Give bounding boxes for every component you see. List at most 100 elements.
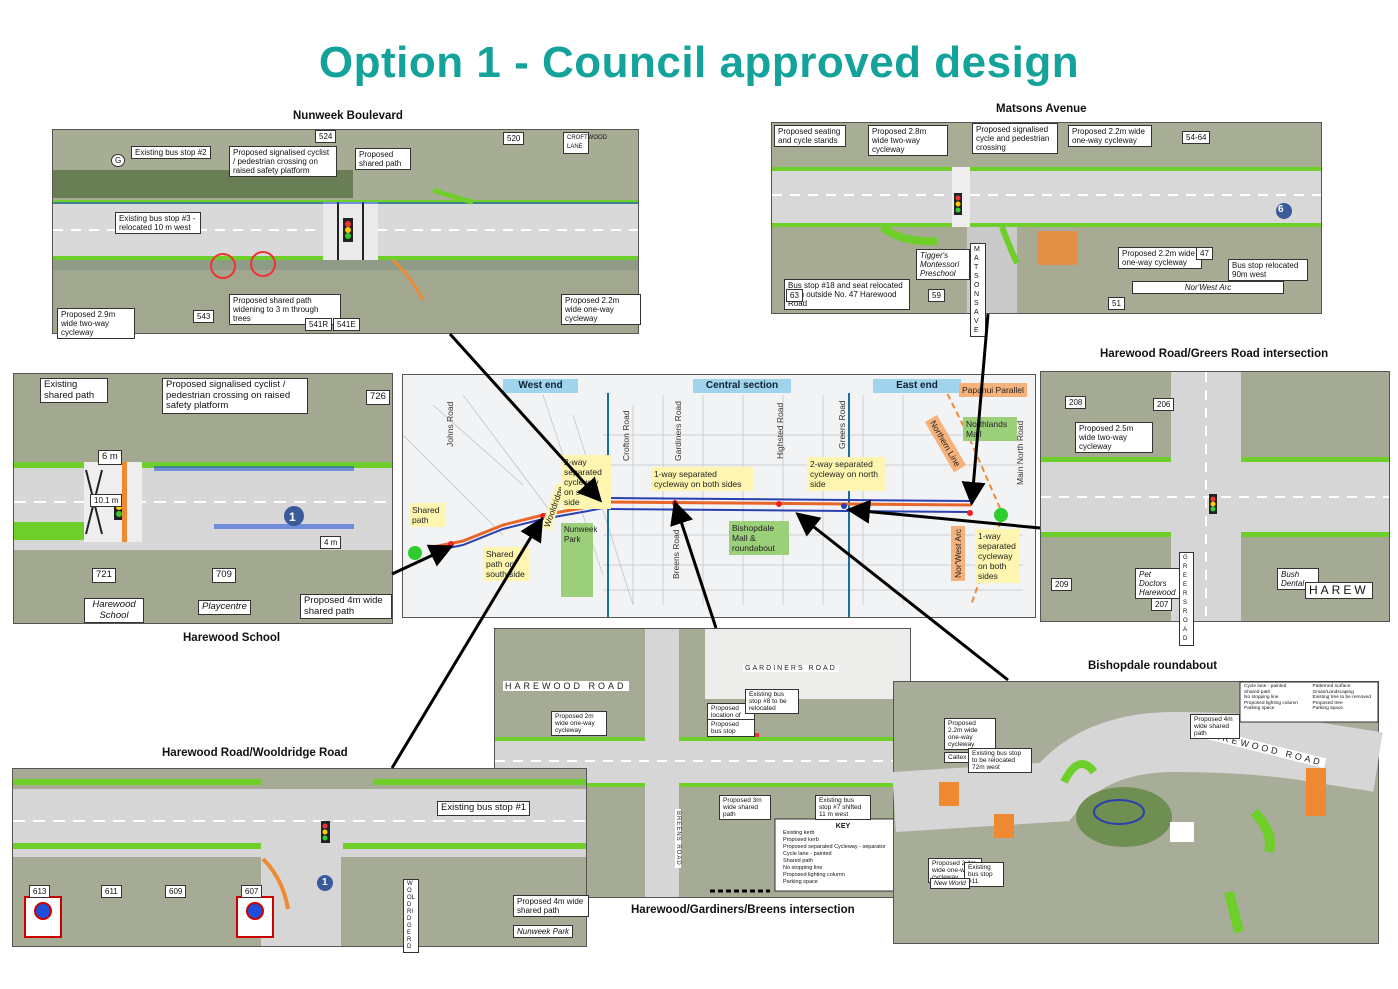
- gardiners-note-wide3: Proposed 3m wide shared path: [719, 795, 771, 820]
- gardiners-key: KEY: [835, 823, 851, 830]
- map-east: East end: [873, 379, 961, 393]
- map-twoway-south: 2-way separated cycleway on south side: [561, 455, 611, 509]
- bishopdale-note-cyc22: Proposed 2.2m wide one-way cycleway: [944, 718, 996, 750]
- map-oneway: 1-way separated cycleway on both sides: [651, 467, 753, 491]
- wooldridge-nunweekpark: Nunweek Park: [513, 925, 574, 938]
- panel-nunweek: Existing bus stop #2 Proposed signalised…: [52, 129, 641, 339]
- panel-school: Existing shared path Proposed signalised…: [13, 373, 393, 624]
- gardiners-road: GARDINERS ROAD: [743, 665, 839, 672]
- school-num-726: 726: [366, 390, 390, 405]
- panel-wooldridge: Existing bus stop #1 Proposed 4m wide sh…: [12, 768, 589, 953]
- school-w4: 4 m: [320, 536, 342, 549]
- greers-plan: [1041, 372, 1389, 621]
- matsons-note-bus18: Bus stop #18 and seat relocated from out…: [784, 279, 910, 310]
- caption-wooldridge: Harewood Road/Wooldridge Road: [162, 747, 348, 759]
- school-w6: 6 m: [98, 450, 122, 465]
- school-plan: [14, 374, 392, 623]
- wooldridge-num-609: 609: [165, 885, 187, 898]
- gardiners-note-cyc1: Proposed 2m wide one-way cycleway: [551, 711, 607, 736]
- map-papanui: Papanui Parallel: [959, 383, 1027, 397]
- matsons-note-cycle22b: Proposed 2.2m wide one-way cycleway: [1118, 247, 1202, 269]
- gardiners-breens: BREENS ROAD: [675, 809, 681, 868]
- greers-num-206: 206: [1153, 398, 1175, 411]
- matsons-note-cycle28: Proposed 2.8m wide two-way cycleway: [868, 125, 948, 156]
- matsons-num-54: 54-64: [1182, 131, 1211, 144]
- page-title: Option 1 - Council approved design: [318, 38, 1080, 87]
- gardiners-note-exist: Existing bus stop #8 to be relocated: [745, 689, 799, 714]
- caption-bishopdale: Bishopdale roundabout: [1088, 660, 1218, 672]
- map-greers: Greers Road: [837, 400, 847, 449]
- gardiners-note-bus7: Existing bus stop #7 shifted 11 m west: [815, 795, 871, 820]
- school-w101: 10.1 m: [90, 494, 123, 507]
- map-bishopdale: Bishopdale Mall & roundabout: [729, 521, 789, 555]
- matsons-note-seating: Proposed seating and cycle stands: [774, 125, 846, 147]
- bishopdale-nw: New World: [930, 878, 970, 889]
- matsons-note-crossing: Proposed signalised cycle and pedestrian…: [972, 123, 1058, 154]
- map-johns: Johns Road: [445, 401, 455, 447]
- wooldridge-road: WOOLDRIDGE RD: [403, 879, 419, 953]
- wooldridge-num-607: 607: [241, 885, 263, 898]
- gardiners-legend: KEY Existing kerb Proposed kerb Proposed…: [783, 823, 903, 886]
- school-note-crossing: Proposed signalised cyclist / pedestrian…: [162, 378, 308, 414]
- matsons-note-cycle22a: Proposed 2.2m wide one-way cycleway: [1068, 125, 1152, 147]
- panel-greers: Proposed 2.5m wide two-way cycleway Pet …: [1040, 371, 1390, 646]
- map-crofton: Crofton Road: [621, 410, 631, 461]
- nunweek-note-widening: Proposed shared path widening to 3 m thr…: [229, 294, 341, 325]
- nunweek-note-cycle29: Proposed 2.9m wide two-way cycleway: [57, 308, 135, 339]
- greers-petdoctors: Pet Doctors Harewood: [1135, 568, 1183, 599]
- panel-matsons: Proposed seating and cycle stands Propos…: [771, 122, 1322, 337]
- caption-nunweek: Nunweek Boulevard: [293, 110, 403, 122]
- nunweek-num-543: 543: [193, 310, 215, 323]
- gardiners-note-propbus: Proposed bus stop: [707, 719, 755, 737]
- nunweek-g: G: [111, 154, 126, 167]
- gardiners-harewood: HAREWOOD ROAD: [503, 681, 629, 691]
- caption-greers: Harewood Road/Greers Road intersection: [1100, 348, 1329, 360]
- wooldridge-num-1: 1: [322, 877, 328, 888]
- bishopdale-legend-item: Existing tree to be removed: [1312, 695, 1371, 701]
- gardiners-legend-item: Proposed separated Cycleway - separator: [783, 844, 886, 850]
- wooldridge-num-611: 611: [101, 885, 122, 898]
- map-northlands: Northlands Mall: [963, 417, 1017, 441]
- nunweek-num-520: 520: [503, 132, 525, 145]
- school-note-shared4: Proposed 4m wide shared path: [300, 594, 392, 619]
- wooldridge-note-bus1: Existing bus stop #1: [437, 801, 531, 816]
- bishopdale-legend-item: Parking space: [1244, 706, 1275, 712]
- gardiners-legend-item: Proposed lighting column: [783, 872, 845, 878]
- matsons-num-47: 47: [1196, 247, 1213, 260]
- matsons-note-busreloc: Bus stop relocated 90m west: [1228, 259, 1308, 281]
- map-central: Central section: [693, 379, 791, 393]
- nunweek-lane: CROFTWOOD LANE: [563, 132, 607, 154]
- map-west: West end: [503, 379, 578, 393]
- map-nunweek: Nunweek Park: [561, 523, 597, 597]
- route-map: West end Central section East end Johns …: [402, 374, 1036, 618]
- map-sharedsouth: Shared path on south side: [483, 547, 529, 581]
- matsons-num-63: 63: [786, 289, 803, 302]
- caption-gardiners: Harewood/Gardiners/Breens intersection: [631, 904, 855, 916]
- map-gardiners: Gardiners Road: [673, 400, 683, 461]
- bishopdale-legend-item: Shared path: [1244, 689, 1271, 695]
- bishopdale-legend-item: Parking space: [1312, 706, 1343, 712]
- bishopdale-legend-item: Proposed lighting column: [1244, 700, 1298, 706]
- map-twoway-north: 2-way separated cycleway on north side: [807, 457, 885, 491]
- panel-bishopdale: HAREWOOD ROAD Proposed 2.2m wide one-way…: [892, 681, 1383, 944]
- matsons-num-59: 59: [928, 289, 945, 302]
- nunweek-note-bus2: Existing bus stop #2: [131, 146, 211, 159]
- nunweek-num-524: 524: [315, 130, 337, 143]
- matsons-num-51: 51: [1108, 297, 1125, 310]
- bishopdale-legend-item: Grass/Landscaping: [1312, 689, 1354, 695]
- bishopdale-note-bus11: Existing bus stop #11: [964, 862, 1004, 887]
- nunweek-note-crossing: Proposed signalised cyclist / pedestrian…: [229, 146, 337, 177]
- nunweek-note-sharedpath: Proposed shared path: [355, 148, 411, 170]
- wooldridge-plan: [13, 769, 586, 946]
- nunweek-num-541e: 541E: [333, 318, 360, 331]
- gardiners-legend-item: No stopping line: [783, 865, 823, 871]
- nunweek-note-cycle22: Proposed 2.2m wide one-way cycleway: [561, 294, 641, 325]
- map-oneway-east: 1-way separated cycleway on both sides: [975, 529, 1019, 583]
- greers-num-208: 208: [1065, 396, 1087, 409]
- school-num-709: 709: [212, 568, 236, 583]
- wooldridge-num-613: 613: [29, 885, 51, 898]
- map-breens: Breens Road: [671, 529, 681, 579]
- gardiners-legend-item: Proposed kerb: [783, 837, 819, 843]
- greers-road: GREERS ROAD: [1179, 552, 1194, 646]
- wooldridge-note-shared4: Proposed 4m wide shared path: [513, 895, 589, 917]
